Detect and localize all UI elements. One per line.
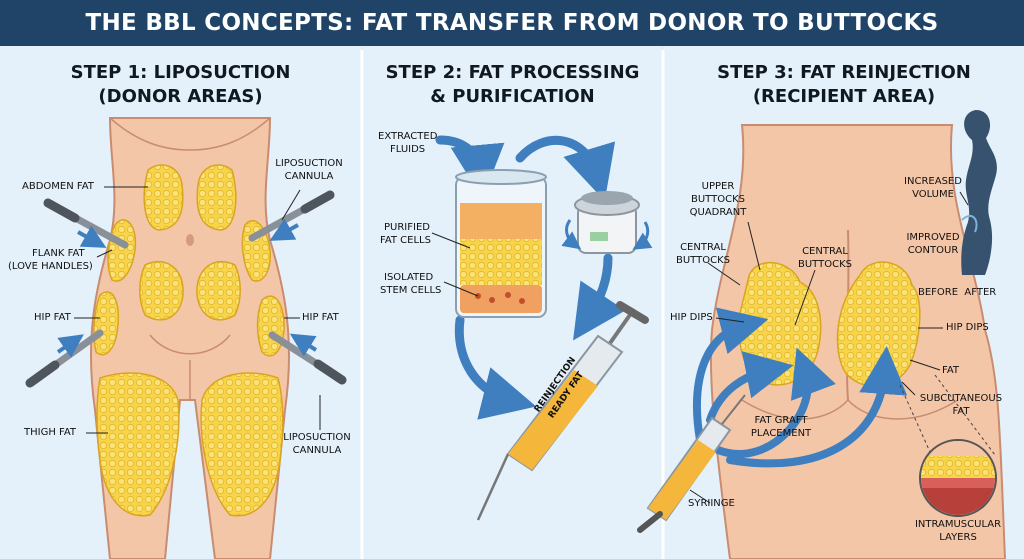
label-fat: FAT	[942, 365, 960, 376]
step2-heading-line1: STEP 2: FAT PROCESSING	[385, 62, 640, 83]
donor-fat-regions	[93, 164, 285, 517]
label-volume: VOLUME	[912, 189, 954, 200]
step1-leader-lines	[74, 186, 321, 434]
label-hip-fat-left: HIP FAT	[34, 312, 71, 323]
label-improved: IMPROVED	[906, 232, 960, 243]
label-fat-graft: FAT GRAFT	[754, 415, 808, 426]
label-cannula-bottom-1: LIPOSUCTION	[283, 432, 351, 443]
liposuction-cannulas	[25, 190, 347, 388]
step1-heading-line1: STEP 1: LIPOSUCTION	[70, 62, 291, 83]
step3-heading-line2: (RECIPIENT AREA)	[752, 86, 936, 107]
label-central-left: CENTRAL	[680, 242, 726, 253]
label-abdomen-fat: ABDOMEN FAT	[22, 181, 94, 192]
label-cannula-top-2: CANNULA	[284, 171, 334, 182]
label-subcutaneous-fat: FAT	[952, 406, 970, 417]
label-fluids: FLUIDS	[390, 144, 426, 155]
step2-flow-arrows	[435, 135, 626, 420]
label-buttocks-central-right: BUTTOCKS	[798, 259, 852, 270]
label-thigh-fat: THIGH FAT	[24, 427, 77, 438]
label-placement: PLACEMENT	[750, 428, 812, 439]
label-before-after: BEFORE AFTER	[918, 287, 997, 298]
title-banner: THE BBL CONCEPTS: FAT TRANSFER FROM DONO…	[0, 0, 1024, 46]
label-love-handles: (LOVE HANDLES)	[8, 261, 93, 272]
label-subcutaneous: SUBCUTANEOUS	[919, 393, 1003, 404]
label-isolated: ISOLATED	[384, 272, 434, 283]
label-cannula-top-1: LIPOSUCTION	[275, 158, 343, 169]
label-flank-fat: FLANK FAT	[32, 248, 85, 259]
step2-heading-line2: & PURIFICATION	[430, 86, 595, 107]
label-hip-fat-right: HIP FAT	[302, 312, 339, 323]
step3-leader-lines	[689, 191, 969, 504]
label-buttocks-upper: BUTTOCKS	[691, 194, 745, 205]
label-syringe: SYRIINGE	[688, 498, 735, 509]
centrifuge-illustration	[561, 191, 653, 254]
label-purified: PURIFIED	[384, 222, 430, 233]
label-extracted: EXTRACTED	[378, 131, 438, 142]
silhouette-icon	[961, 110, 997, 275]
label-stem-cells: STEM CELLS	[380, 285, 442, 296]
label-intramuscular: INTRAMUSCULAR	[914, 519, 1002, 530]
reinjection-syringe-illustration	[476, 301, 649, 521]
label-quadrant: QUADRANT	[689, 207, 747, 218]
step2-leader-lines	[431, 232, 479, 297]
label-contour: CONTOUR	[907, 245, 959, 256]
beaker-illustration	[455, 169, 547, 318]
label-cannula-bottom-2: CANNULA	[292, 445, 342, 456]
injection-syringe-illustration	[637, 394, 746, 533]
label-fat-cells: FAT CELLS	[380, 235, 431, 246]
step3-injection-arrows	[693, 307, 908, 468]
label-hip-dips-right: HIP DIPS	[946, 322, 989, 333]
step3-heading-line1: STEP 3: FAT REINJECTION	[717, 62, 971, 83]
step1-heading-line2: (DONOR AREAS)	[98, 86, 263, 107]
label-increased: INCREASED	[904, 176, 962, 187]
label-hip-dips-left: HIP DIPS	[670, 312, 713, 323]
page-title: THE BBL CONCEPTS: FAT TRANSFER FROM DONO…	[85, 10, 939, 36]
label-central-right: CENTRAL	[802, 246, 848, 257]
label-upper: UPPER	[701, 181, 735, 192]
label-layers: LAYERS	[939, 532, 977, 543]
label-buttocks-central-left: BUTTOCKS	[676, 255, 730, 266]
